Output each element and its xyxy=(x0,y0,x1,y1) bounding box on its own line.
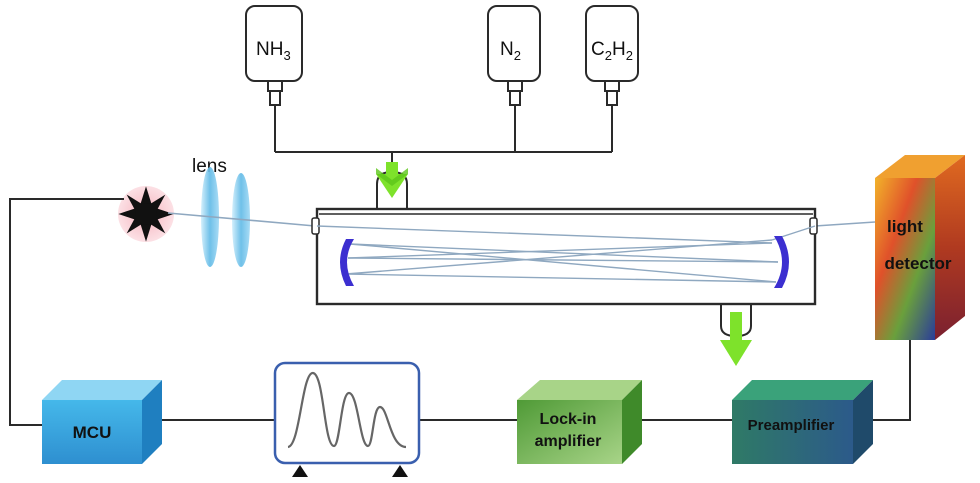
lens-label: lens xyxy=(192,156,227,177)
detector-label-1: light xyxy=(887,217,923,236)
gas-outlet-arrow xyxy=(720,312,752,366)
lockin-label-2: amplifier xyxy=(535,433,602,450)
optical-beam xyxy=(167,212,876,227)
lockin-amplifier-box: Lock-in amplifier xyxy=(517,380,642,464)
n2-cylinder: N2 xyxy=(487,5,541,106)
mcu-label: MCU xyxy=(73,423,112,442)
left-mirror xyxy=(340,239,354,286)
nh3-label: NH3 xyxy=(256,39,291,63)
detector-label-2: detector xyxy=(884,254,951,273)
n2-label: N2 xyxy=(500,39,521,63)
nh3-sub: 3 xyxy=(283,48,290,63)
nh3-cylinder: NH3 xyxy=(245,5,303,106)
gas-inlet-arrow xyxy=(376,162,408,198)
preamplifier-box: Preamplifier xyxy=(732,380,873,464)
c2h2-cylinder: C2H2 xyxy=(585,5,639,106)
c2h2-label: C2H2 xyxy=(591,39,633,63)
right-mirror xyxy=(774,236,789,288)
gas-cell xyxy=(311,170,818,338)
n2-sub: 2 xyxy=(514,48,521,63)
light-source-icon xyxy=(118,186,174,242)
n2-main: N xyxy=(500,39,514,60)
gas-manifold xyxy=(274,105,613,162)
nh3-main: NH xyxy=(256,39,283,60)
spectrum-trace xyxy=(287,371,407,449)
preamp-label: Preamplifier xyxy=(748,417,835,434)
multipass-beams xyxy=(316,225,816,283)
signal-display xyxy=(273,361,421,477)
display-foot-right xyxy=(392,465,408,477)
lockin-label-1: Lock-in xyxy=(540,411,597,428)
mcu-box: MCU xyxy=(42,380,162,464)
light-detector: light detector xyxy=(875,155,965,340)
